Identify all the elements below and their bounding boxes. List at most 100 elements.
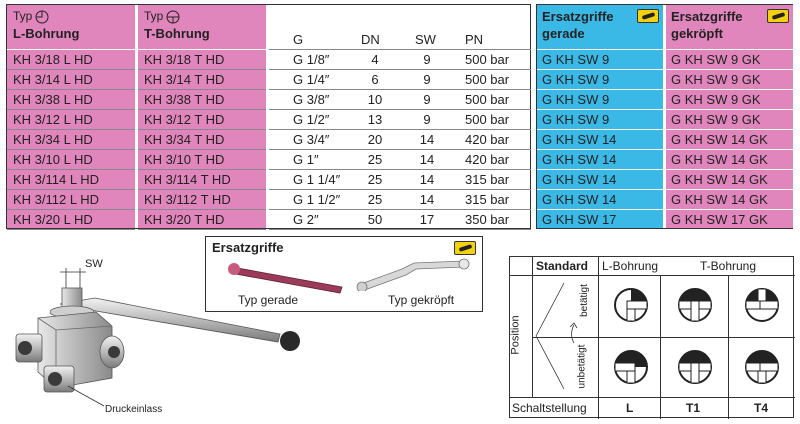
ersatz-gekroepft-item: G KH SW 14 GK	[666, 190, 793, 210]
cell-pn: 420 bar	[465, 152, 510, 167]
ersatz-gekroepft-title-2: gekröpft	[671, 26, 723, 41]
ersatz-gerade-item: G KH SW 14	[537, 190, 663, 210]
druckeinlass-label: Druckeinlass	[105, 404, 163, 415]
table-row-t-part: KH 3/12 T HD	[138, 110, 266, 130]
standard-label: Standard	[536, 259, 589, 273]
cell-dn: 6	[371, 72, 379, 87]
header-dn: DN	[361, 32, 380, 47]
cell-sw: 9	[423, 72, 431, 87]
cell-pn: 350 bar	[465, 212, 510, 227]
table-row-t-part: KH 3/38 T HD	[138, 90, 266, 110]
table-row-l-part: KH 3/34 L HD	[7, 130, 135, 150]
t-bohrung-header: Typ T-Bohrung	[138, 5, 266, 49]
ersatz-gekroepft-item: G KH SW 14 GK	[666, 170, 793, 190]
ersatz-gekroepft-item: G KH SW 9 GK	[666, 110, 793, 130]
t1-bore-actuated-symbol	[678, 288, 712, 322]
ersatzgriffe-box: Ersatzgriffe Typ gerade Typ gekröpft	[205, 236, 483, 312]
actuation-arrow-icon	[535, 282, 578, 390]
schaltstellung-table: Standard L-Bohrung T-Bohrung Position be…	[509, 256, 795, 419]
cell-dn: 25	[367, 192, 383, 207]
sw-dimension-label: SW	[85, 258, 103, 270]
table-row: G 1 1/2″ 25 14 315 bar	[269, 190, 531, 210]
cell-dn: 50	[367, 212, 383, 227]
ersatz-gekroepft-item: G KH SW 14 GK	[666, 150, 793, 170]
cell-dn: 10	[367, 92, 383, 107]
t4-bore-actuated-symbol	[745, 288, 779, 322]
table-row-l-part: KH 3/38 L HD	[7, 90, 135, 110]
table-row-t-part: KH 3/20 T HD	[138, 210, 266, 230]
ersatz-gekroepft-item: G KH SW 9 GK	[666, 90, 793, 110]
ersatz-gekroepft-header: Ersatzgriffe gekröpft	[666, 5, 793, 49]
t-bore-circle-icon	[166, 10, 180, 23]
l-bore-actuated-symbol	[614, 288, 648, 322]
header-sw: SW	[415, 32, 436, 47]
cell-sw: 14	[419, 192, 435, 207]
ersatz-gekroepft-item: G KH SW 14 GK	[666, 130, 793, 150]
header-pn: PN	[465, 32, 484, 47]
cell-pn: 500 bar	[465, 112, 510, 127]
l-bore-circle-icon	[35, 10, 49, 23]
cell-g: G 3/4″	[293, 132, 330, 147]
cell-pn: 315 bar	[465, 192, 510, 207]
spec-header: G DN SW PN	[269, 5, 531, 49]
t4-bore-unactuated-symbol	[745, 350, 779, 384]
ersatz-gerade-item: G KH SW 9	[537, 70, 663, 90]
cell-sw: 14	[419, 132, 435, 147]
cell-pn: 500 bar	[465, 52, 510, 67]
ersatz-gekroepft-item: G KH SW 9 GK	[666, 50, 793, 70]
typ-gerade-label: Typ gerade	[238, 293, 299, 307]
valve-illustration	[15, 268, 300, 407]
ersatz-gerade-item: G KH SW 9	[537, 90, 663, 110]
cell-sw: 9	[423, 112, 431, 127]
table-row-t-part: KH 3/34 T HD	[138, 130, 266, 150]
cell-dn: 4	[371, 52, 379, 67]
cell-pn: 500 bar	[465, 92, 510, 107]
wrench-badge-icon	[454, 241, 476, 255]
cell-sw: 17	[419, 212, 435, 227]
schaltstellung-label: Schaltstellung	[512, 401, 587, 415]
cell-dn: 25	[367, 172, 383, 187]
ersatz-gerade-item: G KH SW 9	[537, 110, 663, 130]
table-row-t-part: KH 3/18 T HD	[138, 50, 266, 70]
ersatz-gekroepft-item: G KH SW 9 GK	[666, 70, 793, 90]
cell-dn: 20	[367, 132, 383, 147]
cell-dn: 25	[367, 152, 383, 167]
typ-label: Typ	[144, 9, 164, 23]
header-g: G	[293, 32, 304, 47]
cell-g: G 1/8″	[293, 52, 330, 67]
l-bohrung-label: L-Bohrung	[602, 259, 659, 273]
typ-gekroepft-label: Typ gekröpft	[388, 293, 455, 307]
table-row-l-part: KH 3/12 L HD	[7, 110, 135, 130]
t-bohrung-label: T-Bohrung	[700, 259, 757, 273]
l-position-label: L	[626, 401, 634, 415]
t1-position-label: T1	[686, 401, 701, 415]
cell-g: G 1 1/2″	[293, 192, 341, 207]
cell-sw: 14	[419, 152, 435, 167]
table-row: G 2″ 50 17 350 bar	[269, 210, 531, 230]
table-row: G 3/4″ 20 14 420 bar	[269, 130, 531, 150]
table-row-t-part: KH 3/14 T HD	[138, 70, 266, 90]
table-row-l-part: KH 3/20 L HD	[7, 210, 135, 230]
cell-sw: 9	[423, 52, 431, 67]
t1-bore-unactuated-symbol	[678, 350, 712, 384]
cell-dn: 13	[367, 112, 383, 127]
table-row-l-part: KH 3/14 L HD	[7, 70, 135, 90]
cell-g: G 2″	[293, 212, 319, 227]
ersatz-gerade-title-1: Ersatzgriffe	[542, 9, 614, 24]
cell-pn: 420 bar	[465, 132, 510, 147]
table-row-t-part: KH 3/112 T HD	[138, 190, 266, 210]
